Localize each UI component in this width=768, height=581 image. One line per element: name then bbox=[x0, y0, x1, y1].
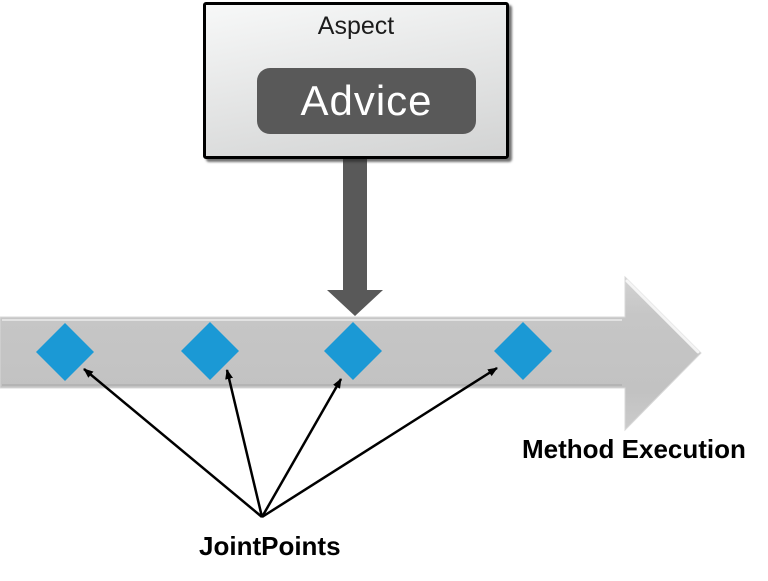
jointpoint-diamond bbox=[181, 322, 239, 380]
jointpoint-diamond bbox=[324, 322, 382, 380]
jointpoints-pointer-line bbox=[83, 368, 263, 518]
jointpoints-pointer-line bbox=[261, 366, 498, 519]
jointpoints-pointer-line bbox=[260, 378, 343, 518]
aspect-label: Aspect bbox=[317, 12, 395, 40]
advice-box: Advice bbox=[257, 68, 476, 134]
arrowhead-gloss bbox=[625, 279, 700, 354]
method-execution-label: Method Execution bbox=[522, 434, 746, 464]
aspect-box: Aspect Advice bbox=[203, 2, 509, 159]
advice-to-jointpoint-arrow bbox=[327, 158, 383, 316]
jointpoint-diamond bbox=[36, 323, 94, 381]
jointpoint-diamond bbox=[494, 322, 552, 380]
advice-label: Advice bbox=[300, 77, 433, 124]
jointpoints-label: JointPoints bbox=[199, 531, 341, 561]
jointpoints-pointer-line bbox=[225, 369, 264, 518]
